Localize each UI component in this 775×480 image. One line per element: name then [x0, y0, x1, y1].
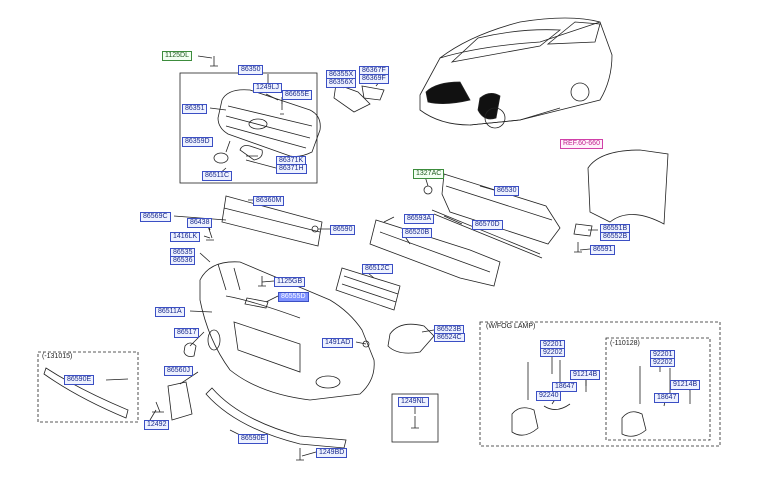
label-86560j: 86560J: [164, 366, 193, 376]
screw-86591: [574, 242, 582, 253]
clip-1491ad: [362, 340, 370, 348]
label-86371h: 86371H: [276, 164, 307, 174]
variant-box-110128: [605, 337, 711, 441]
label-86555d: 86555D: [278, 292, 309, 302]
label-86590: 86590: [330, 225, 356, 235]
plate-86555d: [244, 297, 269, 309]
label-1491ad: 1491AD: [322, 338, 354, 348]
wire-86570d: [431, 209, 543, 259]
label-92202-a: 92202: [540, 348, 566, 357]
label-86359d: 86359D: [182, 137, 213, 147]
label-12492: 12492: [144, 420, 170, 430]
car-illustration: [419, 17, 613, 129]
label-1125dl: 1125DL: [162, 51, 193, 61]
label-86438: 86438: [187, 218, 213, 228]
label-86569c: 86569C: [140, 212, 171, 222]
label-92240: 92240: [536, 391, 562, 401]
license-bracket: [167, 381, 193, 421]
label-86591: 86591: [590, 245, 616, 255]
clip-86438: [206, 225, 214, 241]
note-110128: (-110128): [610, 340, 640, 347]
fog-wiring-a: [527, 360, 587, 410]
label-86590e-variant: 86590E: [64, 375, 95, 385]
label-86570d: 86570D: [472, 220, 503, 230]
upper-grille: [221, 195, 323, 247]
fender: [587, 149, 669, 225]
grille-brackets: [333, 83, 385, 113]
label-86511a: 86511A: [155, 307, 185, 317]
lower-grille-86512c: [335, 267, 401, 311]
bracket-86551b: [573, 223, 593, 237]
label-1125gb: 1125GB: [274, 277, 306, 287]
label-1416lk: 1416LK: [170, 232, 201, 242]
radiator-grille: [217, 89, 321, 157]
screw-1125dl: [210, 56, 218, 67]
screw-12492: [152, 401, 164, 413]
note-131015: (-131015): [42, 353, 73, 360]
fog-lamp-box: [479, 321, 721, 447]
back-beam-86530: [441, 173, 561, 245]
label-86517: 86517: [174, 328, 200, 338]
label-1249bd: 1249BD: [316, 448, 348, 458]
label-86593a: 86593A: [404, 214, 435, 224]
screw-1249nl: [411, 416, 419, 429]
label-86590e: 86590E: [238, 434, 269, 444]
label-18647-a: 18647: [552, 382, 578, 392]
label-86350: 86350: [238, 65, 264, 75]
label-ref-60-660: REF.60-660: [560, 139, 603, 149]
lower-lip-86590e: [205, 387, 347, 449]
label-86536: 86536: [170, 256, 196, 265]
label-1249nl: 1249NL: [398, 397, 429, 407]
note-fog-lamp: (W/FOG LAMP): [486, 323, 536, 330]
part-86517: [183, 342, 197, 357]
label-1249lj: 1249LJ: [253, 83, 282, 93]
bolt-1249bd: [296, 448, 304, 461]
energy-absorber-86520b: [369, 219, 501, 287]
label-18647-b: 18647: [654, 393, 680, 403]
label-1327ac: 1327AC: [413, 169, 445, 179]
label-92202-b: 92202: [650, 358, 676, 367]
label-86512c: 86512C: [362, 264, 393, 274]
fog-lamp-a: [511, 407, 539, 436]
box-1249nl: [391, 393, 439, 443]
fog-cover-86523b: [387, 323, 435, 354]
label-86530: 86530: [494, 186, 520, 196]
label-91214b-a: 91214B: [570, 370, 601, 380]
emblem-base: [213, 152, 229, 164]
bolt-1125gb: [258, 276, 266, 287]
nut-1327ac: [423, 185, 433, 195]
label-86552b: 86552B: [600, 232, 631, 241]
label-86369f: 86369F: [359, 74, 389, 84]
label-86655e: 86655E: [282, 90, 313, 100]
label-91214b-b: 91214B: [670, 380, 701, 390]
label-86524c: 86524C: [434, 333, 465, 342]
label-86520b: 86520B: [402, 228, 433, 238]
emblem: [239, 145, 263, 161]
label-86360m: 86360M: [253, 196, 285, 206]
fog-lamp-b: [621, 411, 647, 437]
grille-molding: [245, 159, 277, 169]
label-86511c: 86511C: [202, 171, 233, 181]
label-86351: 86351: [182, 104, 208, 114]
front-bumper-cover: [199, 261, 375, 401]
label-86356x: 86356X: [326, 78, 357, 88]
variant-box-131015: [37, 351, 139, 423]
